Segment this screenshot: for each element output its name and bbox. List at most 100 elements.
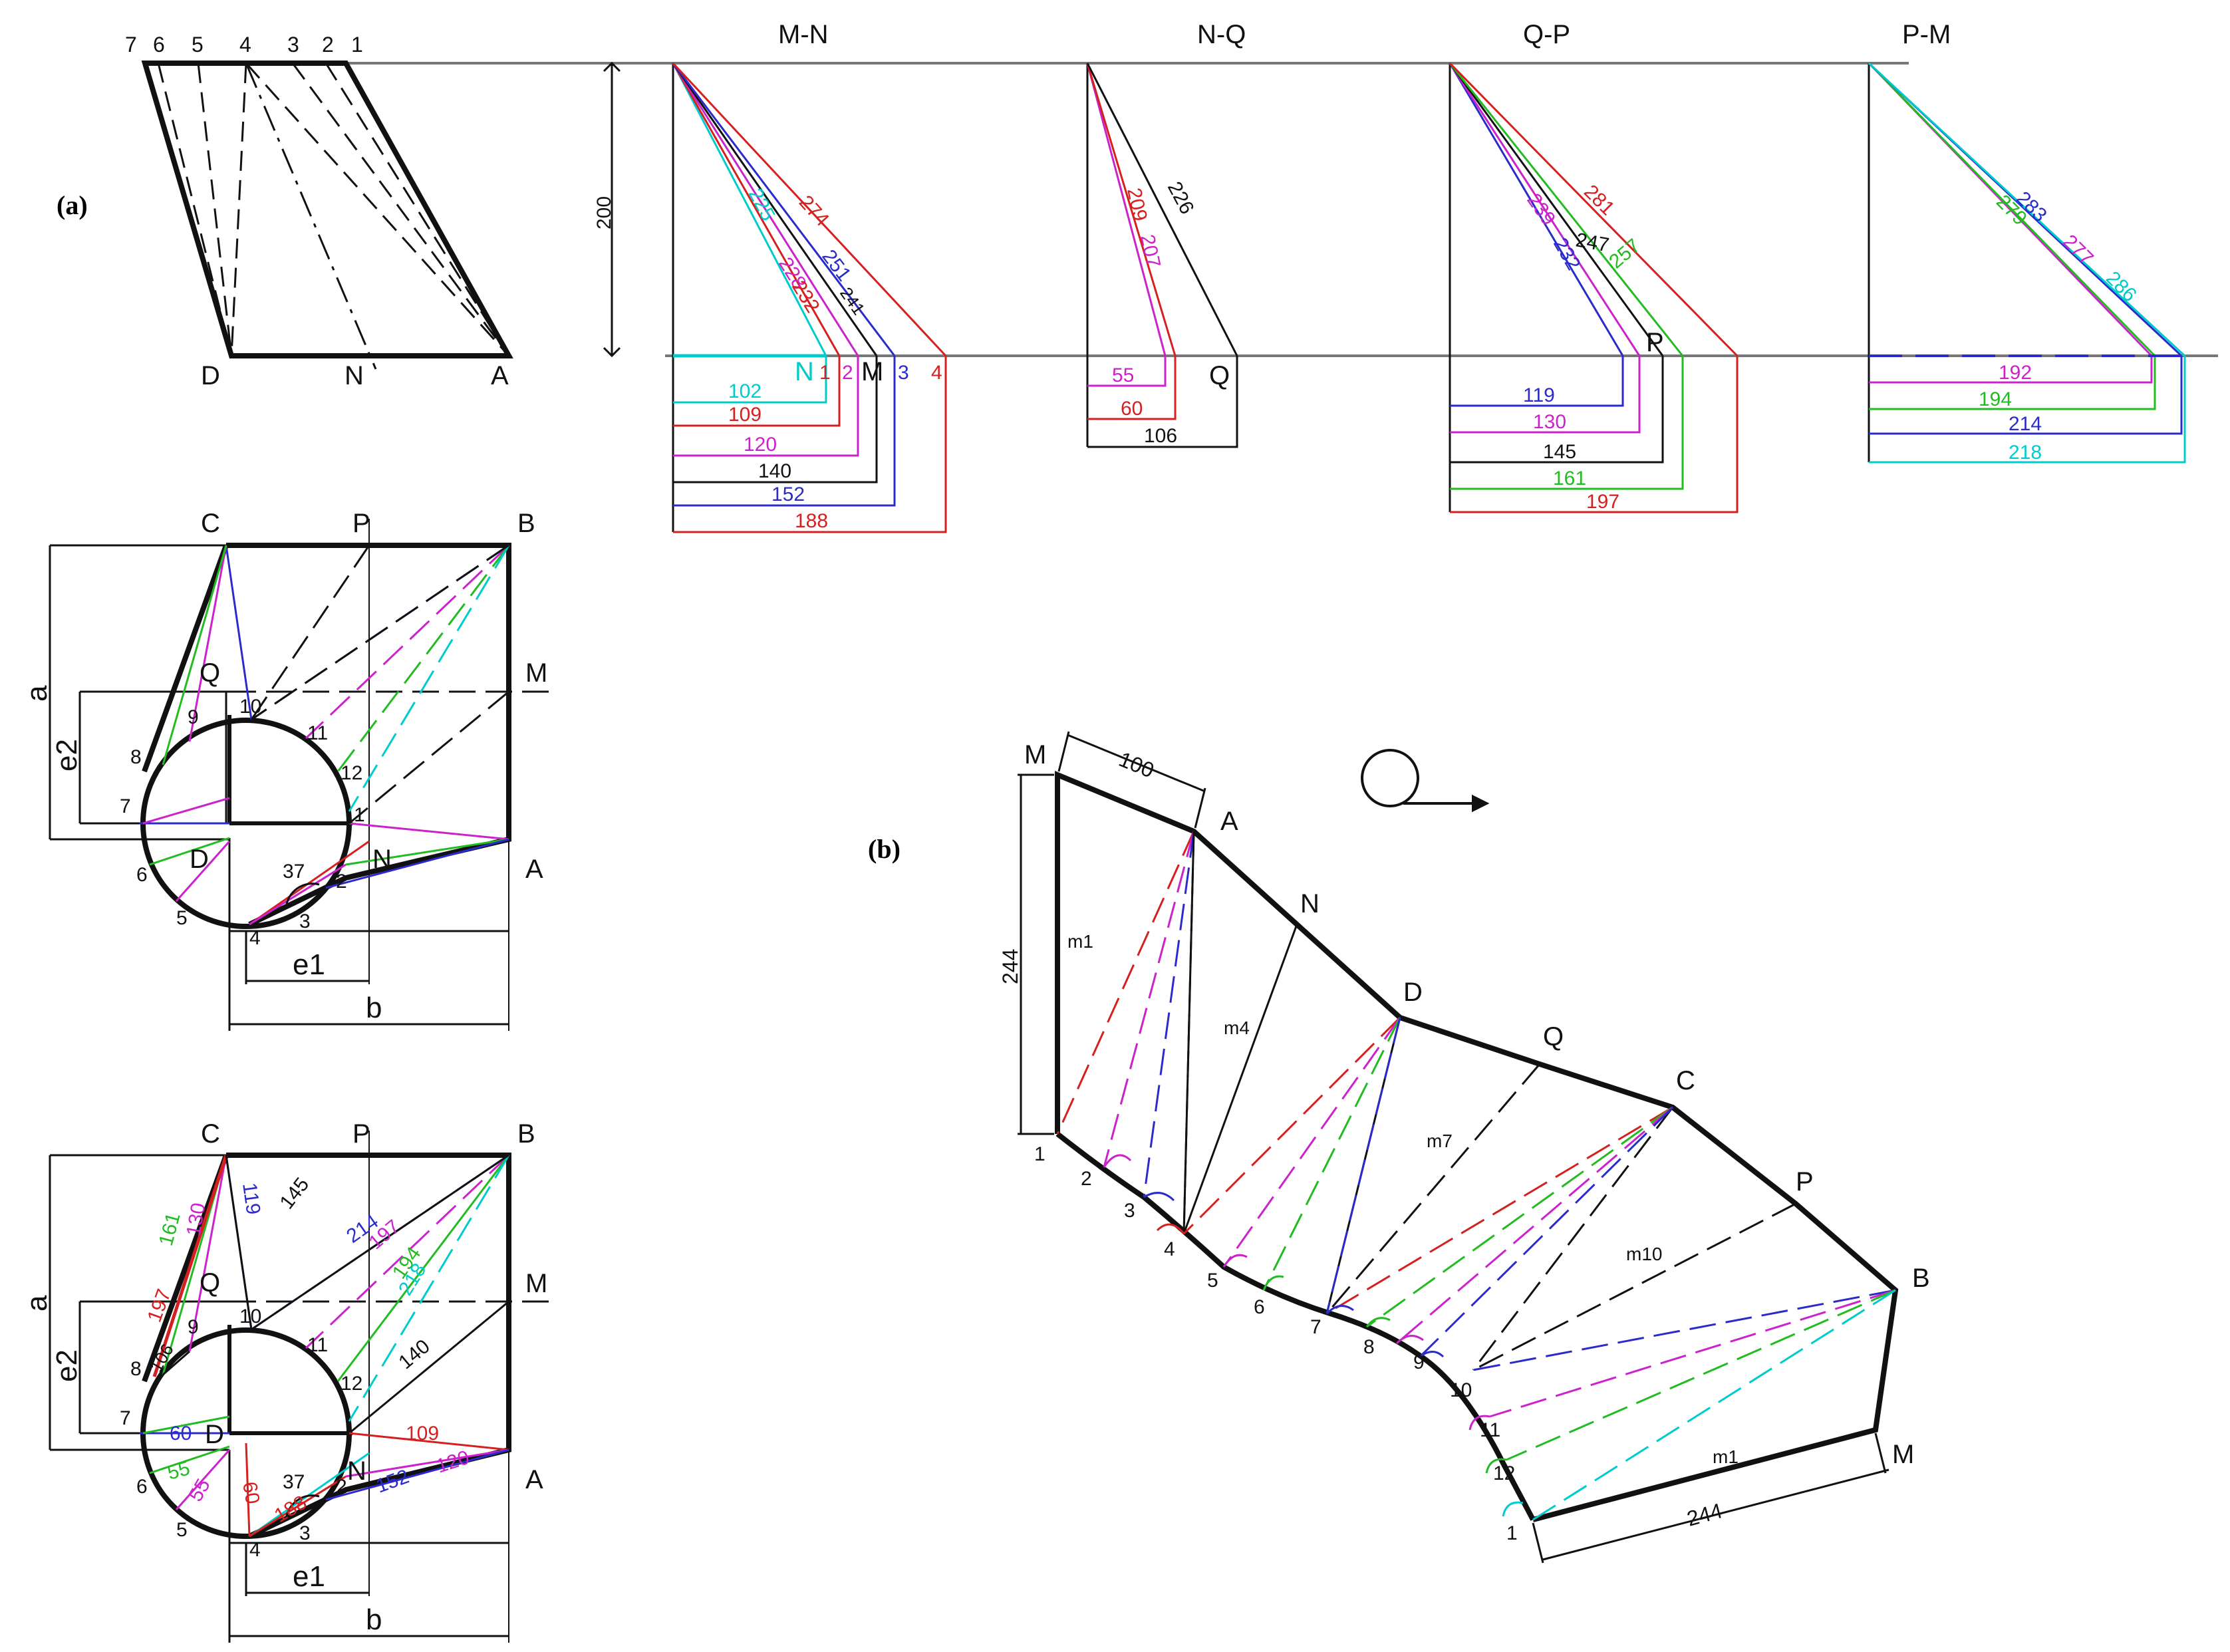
rotation-symbol [1361, 749, 1490, 813]
plan2-label-P: P [352, 1119, 370, 1149]
plan1-dim-a: a [21, 685, 53, 702]
triangle-N-Q [1086, 63, 1238, 448]
pm-base-194: 194 [1979, 388, 2012, 410]
panel-label-a: (a) [57, 190, 88, 220]
plan1-label-P: P [352, 509, 370, 538]
plan1-num-8: 8 [130, 746, 142, 768]
plan1-dim-b: b [366, 992, 382, 1024]
dev-num-2: 2 [1081, 1168, 1092, 1190]
plan2-m-109: 109 [406, 1423, 439, 1445]
triangle-P-M [1868, 62, 2195, 464]
mn-hyp-274: 274 [795, 192, 833, 231]
title-P-M: P-M [1902, 20, 1951, 49]
plan1-label-M: M [525, 658, 547, 688]
plan2-m-130: 130 [182, 1201, 209, 1238]
plan2-num-6: 6 [136, 1476, 148, 1498]
plan1-label-D: D [190, 845, 209, 874]
plan1-num-5: 5 [176, 907, 188, 929]
title-M-N: M-N [778, 20, 829, 49]
dev-num-1b: 1 [1506, 1522, 1518, 1544]
mn-hyp-241: 241 [836, 283, 869, 319]
plan2-m-197a: 197 [144, 1286, 176, 1325]
dev-seam-m1a: m1 [1067, 931, 1093, 952]
plan2-angle: 37 [283, 1471, 305, 1493]
plan2-dim-e2: e2 [51, 1349, 83, 1382]
dev-num-3: 3 [1124, 1200, 1135, 1222]
plan1-dim-e2: e2 [51, 739, 83, 771]
plan2-label-D: D [205, 1420, 224, 1449]
dev-label-P: P [1796, 1167, 1814, 1196]
plan2-m-119: 119 [238, 1181, 264, 1216]
elev-height-label: 200 [593, 196, 615, 229]
plan2-dim-e1: e1 [293, 1560, 325, 1593]
plan2-m-145: 145 [276, 1174, 314, 1214]
plan2-num-11: 11 [307, 1334, 328, 1356]
plan2-m-60a: 60 [170, 1423, 192, 1445]
plan1-num-9: 9 [188, 706, 199, 728]
plan2-num-5: 5 [176, 1519, 188, 1541]
elev-label-D: D [201, 361, 220, 390]
title-Q-P: Q-P [1523, 20, 1570, 49]
pm-base-192: 192 [1999, 362, 2032, 384]
plan1-num-3: 3 [299, 910, 311, 932]
dev-label-M1: M [1024, 740, 1046, 769]
plan1-num-4: 4 [249, 927, 261, 949]
dev-dim-100: 100 [1115, 747, 1157, 782]
plan-view-2-labels: C P B M A Q D N 2 3 4 5 6 7 8 9 10 11 12… [21, 1119, 547, 1636]
mn-pt-2: 2 [842, 362, 853, 384]
dev-label-C: C [1676, 1066, 1695, 1095]
triangle-Q-P [1449, 62, 1739, 513]
qp-base-119: 119 [1523, 384, 1555, 406]
panel-label-b: (b) [868, 834, 901, 864]
mn-base-102: 102 [728, 380, 762, 402]
dev-num-1a: 1 [1034, 1143, 1045, 1165]
mn-base-152: 152 [771, 483, 805, 505]
plan2-num-7: 7 [120, 1407, 131, 1429]
plan2-num-2: 2 [336, 1476, 347, 1498]
plan2-m-55b: 55 [184, 1475, 214, 1505]
development-labels: M A N D Q C P B M 100 244 244 m1 m4 m7 m… [998, 740, 1930, 1544]
pm-base-218: 218 [2009, 442, 2042, 464]
dev-num-6: 6 [1254, 1296, 1265, 1318]
elev-label-N: N [345, 361, 364, 390]
plan1-label-Q: Q [200, 658, 220, 688]
plan2-dim-b: b [366, 1603, 382, 1636]
dev-label-M2: M [1892, 1440, 1914, 1469]
dev-num-5: 5 [1207, 1270, 1218, 1292]
qp-hyp-281: 281 [1580, 181, 1619, 220]
plan2-label-Q: Q [200, 1268, 220, 1298]
dev-label-A: A [1220, 807, 1238, 836]
elev-label-A: A [491, 361, 509, 390]
plan2-num-4: 4 [249, 1539, 261, 1561]
plan2-label-N: N [347, 1456, 366, 1486]
dev-label-Q: Q [1543, 1022, 1564, 1051]
qp-base-130: 130 [1533, 411, 1566, 433]
qp-base-197: 197 [1586, 491, 1619, 513]
pm-base-214: 214 [2009, 413, 2042, 435]
plan2-label-C: C [201, 1119, 220, 1149]
plan1-num-10: 10 [239, 696, 261, 718]
elev-num-4: 4 [239, 33, 251, 57]
mn-pt-N: N [795, 357, 814, 386]
elev-num-7: 7 [125, 33, 137, 57]
triangle-P-M-labels: 283 277 286 279 192 194 214 218 [1979, 188, 2141, 464]
dev-seam-m4: m4 [1224, 1018, 1250, 1038]
triangle-M-N [672, 62, 947, 533]
plan-view-1-labels: C P B M A Q D N 1 2 3 4 5 6 7 8 9 10 11 … [21, 509, 547, 1024]
dev-seam-m10: m10 [1626, 1244, 1662, 1264]
nq-base-106: 106 [1144, 425, 1177, 447]
dev-num-8: 8 [1363, 1336, 1375, 1358]
qp-pt-P: P [1646, 328, 1664, 357]
dev-seam-m7: m7 [1427, 1131, 1453, 1151]
plan1-dim-e1: e1 [293, 948, 325, 981]
mn-base-140: 140 [758, 460, 791, 482]
dev-num-12: 12 [1493, 1462, 1515, 1484]
elev-num-6: 6 [153, 33, 165, 57]
plan2-m-120: 120 [434, 1446, 472, 1478]
nq-base-55: 55 [1112, 364, 1134, 386]
plan2-label-A: A [525, 1465, 543, 1494]
triangle-N-Q-labels: 209 207 226 55 60 106 Q [1112, 178, 1230, 447]
mn-pt-M: M [861, 357, 883, 386]
qp-base-161: 161 [1553, 468, 1586, 489]
